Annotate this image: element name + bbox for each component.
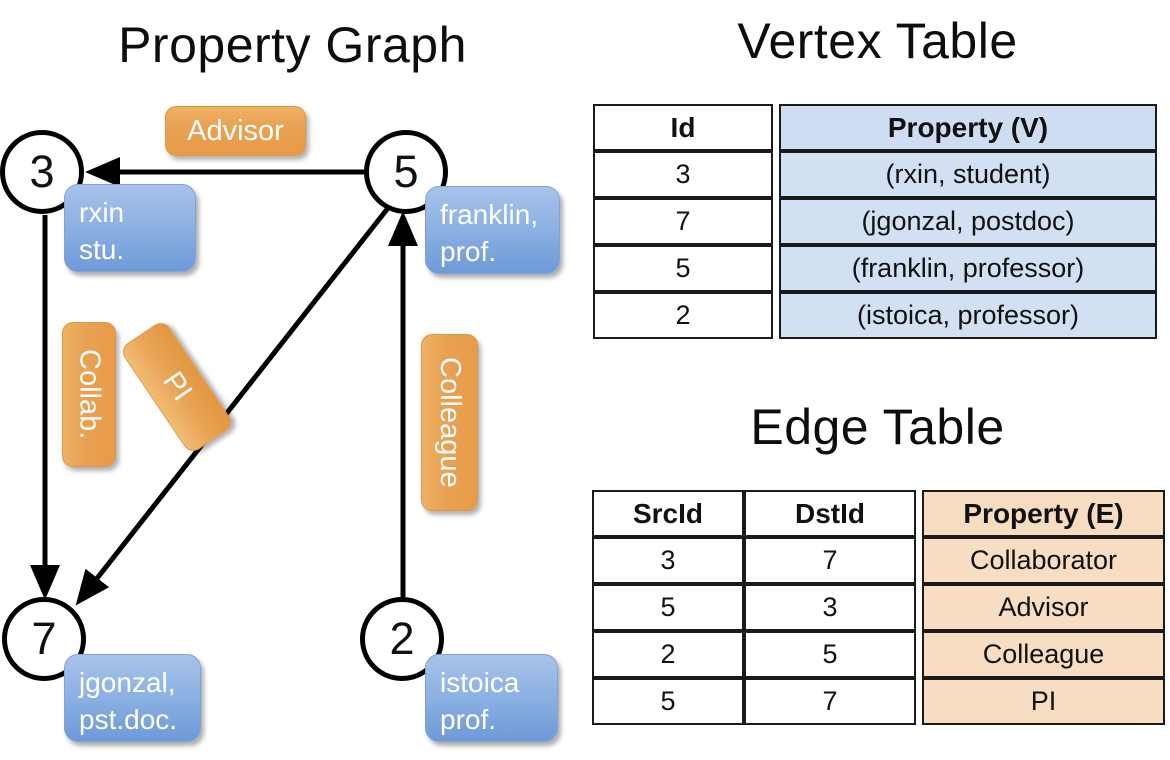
vertex-property-callout-franklin: franklin, prof. [425, 186, 560, 274]
table-row: 7 (jgonzal, postdoc) [593, 198, 1157, 245]
vertex-table-cell-id: 7 [593, 198, 773, 245]
graph-vertex-2-id: 2 [389, 613, 415, 664]
vertex-table-cell-property: (rxin, student) [779, 151, 1157, 198]
edge-label-collaborator-text: Collab. [73, 349, 106, 440]
edge-table-cell-srcid: 5 [592, 584, 744, 631]
vertex-table-cell-property: (jgonzal, postdoc) [779, 198, 1157, 245]
edge-table-cell-dstid: 3 [744, 584, 916, 631]
table-row: 2 (istoica, professor) [593, 292, 1157, 339]
edge-table-cell-dstid: 7 [744, 678, 916, 725]
vertex-property-rxin-line2: stu. [79, 233, 125, 265]
graph-vertex-2[interactable]: 2 [360, 597, 444, 681]
vertex-property-callout-rxin: rxin stu. [64, 184, 196, 272]
table-row: 5 (franklin, professor) [593, 245, 1157, 292]
edge-label-colleague-text: Colleague [434, 357, 466, 488]
vertex-property-istoica-line2: prof. [440, 703, 497, 735]
table-row: 5 3 Advisor [592, 584, 1165, 631]
vertex-property-callout-istoica: istoica prof. [425, 654, 558, 742]
table-row: 5 7 PI [592, 678, 1165, 725]
edge-table-cell-property: Colleague [922, 631, 1165, 678]
graph-vertex-3-id: 3 [29, 146, 55, 197]
edge-table-header-dstid: DstId [744, 490, 916, 537]
edge-table-cell-dstid: 7 [744, 537, 916, 584]
edge-label-advisor-text: Advisor [187, 114, 284, 147]
edge-label-pi-text: PI [156, 366, 199, 408]
page-title-edge-table: Edge Table [750, 399, 1005, 455]
table-row: 2 5 Colleague [592, 631, 1165, 678]
edge-arrow-pi-5-to-7 [75, 206, 390, 606]
edge-label-advisor: Advisor [165, 106, 306, 156]
graph-edge-arrows [30, 157, 418, 606]
edge-table-cell-srcid: 5 [592, 678, 744, 725]
edge-table-header-property: Property (E) [922, 490, 1165, 537]
graph-vertex-5-id: 5 [393, 146, 419, 197]
vertex-table-header-property: Property (V) [779, 104, 1157, 151]
vertex-table-cell-property: (franklin, professor) [779, 245, 1157, 292]
edge-table-cell-property: Advisor [922, 584, 1165, 631]
vertex-table-cell-id: 2 [593, 292, 773, 339]
page-title-vertex-table: Vertex Table [737, 13, 1018, 69]
vertex-table-header-id: Id [593, 104, 773, 151]
edge-table-cell-srcid: 3 [592, 537, 744, 584]
edge-table-cell-property: Collaborator [922, 537, 1165, 584]
vertex-property-franklin-line2: prof. [440, 235, 497, 267]
vertex-table-cell-id: 3 [593, 151, 773, 198]
edge-table-header-srcid: SrcId [592, 490, 744, 537]
vertex-property-jgonzal-line1: jgonzal, [79, 667, 176, 698]
vertex-table-header-row: Id Property (V) [593, 104, 1157, 151]
property-graph-diagram: 3 5 7 2 rxin stu. franklin, prof. jgonza… [0, 106, 560, 742]
edge-label-collaborator: Collab. [62, 322, 116, 467]
edge-table-header-row: SrcId DstId Property (E) [592, 490, 1165, 537]
table-row: 3 7 Collaborator [592, 537, 1165, 584]
vertex-table-cell-id: 5 [593, 245, 773, 292]
table-row: 3 (rxin, student) [593, 151, 1157, 198]
vertex-table-cell-property: (istoica, professor) [779, 292, 1157, 339]
vertex-property-franklin-line1: franklin, [440, 199, 539, 230]
edge-table-cell-srcid: 2 [592, 631, 744, 678]
vertex-property-callout-jgonzal: jgonzal, pst.doc. [64, 654, 201, 742]
edge-table-cell-dstid: 5 [744, 631, 916, 678]
edge-label-colleague: Colleague [421, 334, 478, 511]
vertex-property-istoica-line1: istoica [440, 667, 520, 698]
vertex-table: Id Property (V) 3 (rxin, student) 7 (jgo… [593, 104, 1157, 339]
vertex-property-jgonzal-line2: pst.doc. [79, 703, 178, 735]
edge-table: SrcId DstId Property (E) 3 7 Collaborato… [592, 490, 1165, 725]
graph-vertex-7-id: 7 [31, 613, 57, 664]
page-title-property-graph: Property Graph [118, 17, 467, 73]
edge-table-cell-property: PI [922, 678, 1165, 725]
vertex-property-rxin-line1: rxin [79, 197, 125, 228]
